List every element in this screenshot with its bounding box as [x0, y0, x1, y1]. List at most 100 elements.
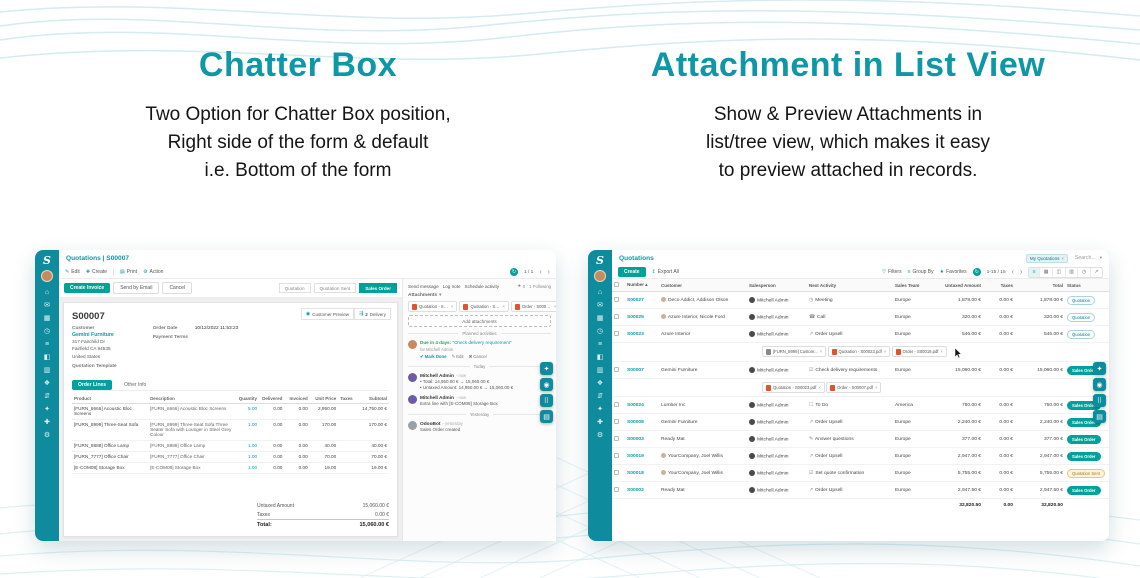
apps-icon[interactable]: ❖ [596, 380, 604, 387]
chevron-down-icon[interactable]: ▾ [1099, 255, 1102, 260]
close-icon[interactable]: × [819, 349, 823, 354]
settings-icon[interactable]: ⚙ [43, 432, 51, 439]
quotation-row[interactable]: S00018 YourCompany, Joel Willis Mitchell… [612, 464, 1109, 483]
message-author[interactable]: Mitchell Admin [420, 396, 454, 401]
row-checkbox[interactable] [614, 452, 619, 458]
send-message-button[interactable]: Send message [408, 283, 439, 289]
col-status[interactable]: Status [1065, 279, 1109, 292]
attachment-chip[interactable]: [FURN_8999] Custom...× [762, 346, 827, 357]
activity-view-button[interactable]: ◷ [1078, 267, 1091, 277]
attachments-header[interactable]: Attachments [408, 292, 438, 298]
star-icon[interactable]: ✦ [44, 406, 50, 413]
next-activity-cell[interactable]: ↗Order Upsell [807, 447, 893, 466]
quick-access-button[interactable]: ↻ [509, 268, 518, 276]
close-icon[interactable]: × [1061, 255, 1064, 261]
menu-icon[interactable]: ≡ [44, 341, 50, 348]
app-logo[interactable]: S [596, 254, 604, 267]
group-by-button[interactable]: ≡Group By [908, 269, 934, 275]
quotation-row[interactable]: S00008 Gemini Furniture Mitchell Admin ↗… [612, 413, 1109, 432]
search-input[interactable]: Search... [1074, 255, 1096, 261]
stage-quotation[interactable]: Quotation [278, 283, 311, 293]
user-avatar[interactable] [594, 270, 606, 282]
star-icon[interactable]: ✦ [597, 406, 603, 413]
cancel-activity-button[interactable]: ✖Cancel [469, 354, 487, 360]
quotation-row[interactable]: S00023 Azure Interior Mitchell Admin ↗Or… [612, 325, 1109, 343]
next-activity-cell[interactable]: ↗Order Upsell [807, 481, 893, 500]
add-icon[interactable]: ✚ [44, 419, 50, 426]
order-number[interactable]: S00027 [625, 291, 659, 309]
export-all-button[interactable]: ↥Export All [652, 269, 679, 275]
quotation-row[interactable]: S00024 Lumber Inc Mitchell Admin ☐To Do … [612, 396, 1109, 415]
next-activity-cell[interactable]: ✎Answer questions [807, 430, 893, 449]
star-icon[interactable]: ★ [517, 283, 522, 288]
tab-order-lines[interactable]: Order Lines [72, 379, 113, 390]
activity-icon[interactable]: ◷ [43, 328, 51, 335]
quotation-row[interactable]: S00027 Deco Addict, Addison Olson Mitche… [612, 291, 1109, 309]
print-button[interactable]: ▤Print [120, 269, 137, 275]
order-number[interactable]: S00024 [625, 396, 659, 415]
search-toggle-button[interactable]: ◉ [1093, 378, 1106, 391]
star-toggle-button[interactable]: ✦ [1093, 362, 1106, 375]
col-product[interactable]: Product [72, 393, 149, 404]
col-subtotal[interactable]: Subtotal [357, 393, 389, 404]
close-icon[interactable]: × [818, 385, 821, 391]
create-invoice-button[interactable]: Create Invoice [64, 283, 111, 293]
create-button[interactable]: Create [618, 267, 646, 277]
favorites-button[interactable]: ★Favorites [940, 269, 967, 275]
row-checkbox[interactable] [614, 330, 619, 336]
send-by-email-button[interactable]: Send by Email [113, 282, 160, 294]
pager-prev-icon[interactable]: ‹ [1011, 268, 1014, 276]
customer-link[interactable]: Gemini Furniture [72, 332, 114, 338]
row-checkbox[interactable] [614, 469, 619, 475]
next-activity-cell[interactable]: ↗Order Upsell [807, 325, 893, 343]
discuss-icon[interactable]: ✉ [597, 302, 603, 309]
grid-toggle-button[interactable]: ⠿ [540, 394, 553, 407]
quotation-row[interactable]: S00002 Ready Mat Mitchell Admin ↗Order U… [612, 481, 1109, 500]
order-date-value[interactable]: 10/12/2022 11:53:23 [194, 326, 239, 331]
row-checkbox[interactable] [614, 313, 619, 319]
add-icon[interactable]: ✚ [597, 419, 603, 426]
discuss-icon[interactable]: ✉ [44, 302, 50, 309]
graph-view-button[interactable]: ↗ [1094, 269, 1099, 275]
customer-preview-button[interactable]: ◉Customer Preview [300, 308, 355, 320]
col-delivered[interactable]: Delivered [259, 393, 285, 404]
close-icon[interactable]: × [451, 304, 454, 309]
stage-quotation-sent[interactable]: Quotation Sent [313, 283, 357, 293]
order-line-row[interactable]: [FURN_7777] Office Chair[FURN_7777] Offi… [72, 451, 389, 463]
close-icon[interactable]: × [874, 385, 878, 391]
activity-icon[interactable]: ◷ [596, 328, 604, 335]
log-note-button[interactable]: Log note [442, 283, 461, 289]
home-icon[interactable]: ⌂ [44, 289, 50, 296]
star-toggle-button[interactable]: ✦ [540, 362, 553, 375]
col-quantity[interactable]: Quantity [236, 393, 260, 404]
transfer-icon[interactable]: ⇵ [597, 393, 603, 400]
col-number[interactable]: Number ▴ [625, 279, 659, 292]
next-activity-cell[interactable]: ↗Order Upsell [807, 413, 893, 432]
breadcrumb[interactable]: Quotations | S00007 [66, 254, 130, 262]
row-checkbox[interactable] [614, 296, 619, 302]
quotation-row[interactable]: S00025 Azure Interior, Nicole Ford Mitch… [612, 308, 1109, 326]
attachment-chip[interactable]: Order - S00019.pdf× [891, 346, 947, 357]
select-all-checkbox[interactable] [614, 282, 619, 287]
col-salesperson[interactable]: Salesperson [747, 279, 807, 292]
order-number[interactable]: S00002 [625, 481, 659, 500]
tab-other-info[interactable]: Other Info [124, 381, 147, 388]
order-number[interactable]: S00023 [625, 325, 659, 343]
sales-icon[interactable]: ▥ [596, 367, 604, 374]
next-activity-cell[interactable]: ◷Meeting [807, 291, 893, 309]
action-button[interactable]: ⚙Action [143, 269, 163, 275]
panel-toggle-button[interactable]: ▤ [540, 410, 553, 423]
app-logo[interactable]: S [43, 254, 51, 267]
close-icon[interactable]: × [554, 304, 556, 309]
order-line-row[interactable]: [E-COM08] Storage Box[E-COM08] Storage B… [72, 462, 389, 474]
attachment-chip[interactable]: Order - S00007.pdf× [510, 301, 556, 312]
row-checkbox[interactable] [614, 366, 619, 372]
col-sales-team[interactable]: Sales Team [893, 279, 933, 292]
attachment-chip[interactable]: Quotation - S00023.pdf× [827, 346, 891, 357]
next-activity-cell[interactable]: ☑Check delivery requirements [807, 361, 893, 380]
close-icon[interactable]: × [940, 349, 943, 354]
message-author[interactable]: Mitchell Admin [420, 373, 454, 379]
col-unit-price[interactable]: Unit Price [309, 393, 339, 404]
